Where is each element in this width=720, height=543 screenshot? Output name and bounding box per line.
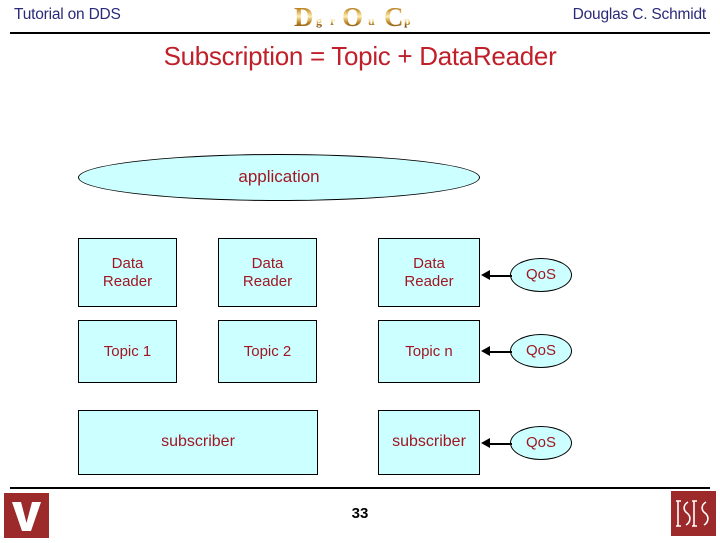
qos-connector-line-1 — [490, 275, 512, 277]
header-divider — [10, 32, 710, 34]
slide-title: Subscription = Topic + DataReader — [163, 41, 557, 71]
qos-connector-arrow-3 — [481, 438, 490, 448]
qos-ellipse-1[interactable]: QoS — [510, 258, 572, 292]
svg-text:r: r — [330, 14, 336, 28]
header-left-text: Tutorial on DDS — [14, 6, 121, 23]
subscriber-box-1[interactable]: subscriber — [78, 410, 318, 475]
qos-connector-line-3 — [490, 443, 512, 445]
qos-ellipse-2[interactable]: QoS — [510, 334, 572, 368]
qos-connector-arrow-1 — [481, 270, 490, 280]
slide-header: Tutorial on DDS D g r O u C p Douglas C.… — [0, 0, 720, 34]
topic-box-1[interactable]: Topic 1 — [78, 320, 177, 383]
header-right-text: Douglas C. Schmidt — [572, 6, 707, 23]
topic-box-2[interactable]: Topic 2 — [218, 320, 317, 383]
svg-text:p: p — [404, 14, 411, 28]
subscriber-box-2[interactable]: subscriber — [378, 410, 480, 475]
qos-connector-arrow-2 — [481, 346, 490, 356]
svg-text:g: g — [316, 14, 322, 28]
svg-text:D: D — [294, 2, 314, 32]
svg-text:u: u — [368, 14, 375, 28]
page-number: 33 — [351, 505, 369, 522]
svg-text:C: C — [384, 2, 404, 32]
footer-divider — [10, 487, 710, 489]
application-ellipse[interactable]: application — [78, 154, 480, 201]
qos-connector-line-2 — [490, 351, 512, 353]
topic-box-3[interactable]: Topic n — [378, 320, 480, 383]
doc-group-logo: D g r O u C p — [292, 1, 428, 33]
isis-logo — [671, 491, 716, 536]
vanderbilt-logo — [4, 493, 49, 538]
svg-text:O: O — [342, 2, 363, 32]
qos-ellipse-3[interactable]: QoS — [510, 426, 572, 460]
